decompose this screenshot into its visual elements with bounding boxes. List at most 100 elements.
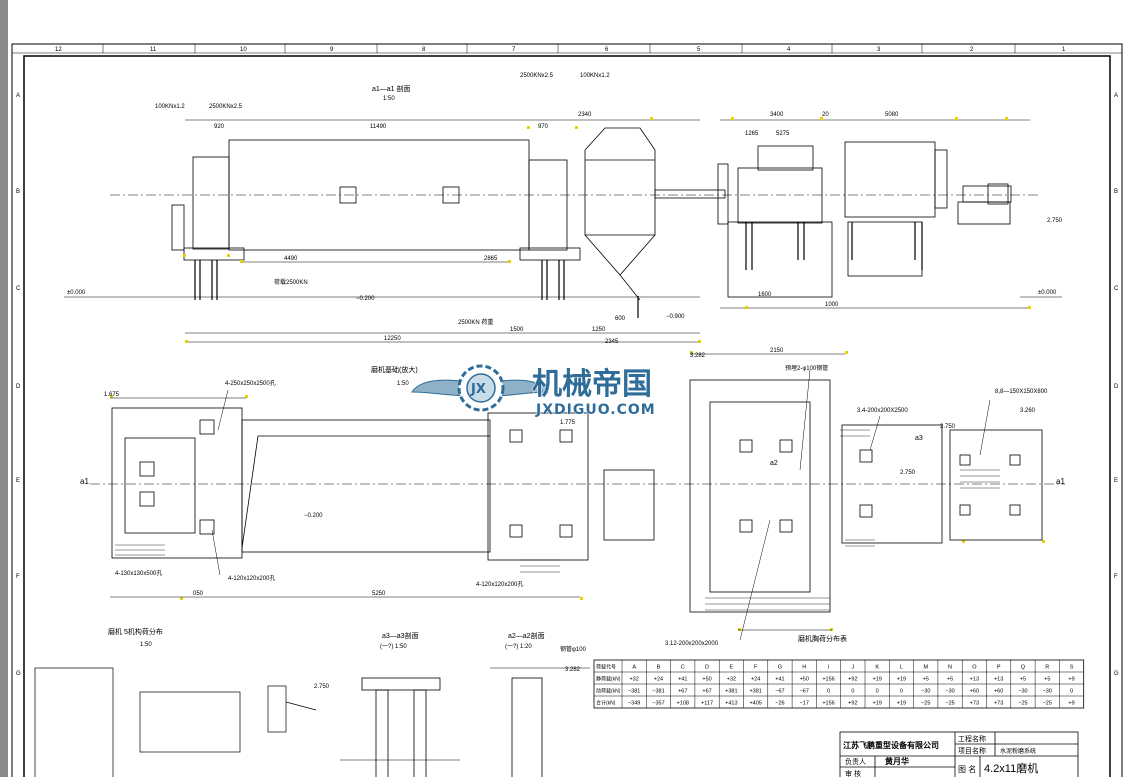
snap-point — [830, 628, 833, 631]
table-cell: −25 — [921, 701, 930, 707]
row-mark-right: G — [1114, 671, 1119, 677]
snap-point — [731, 117, 734, 120]
dim-label: 2500KNx2.5 — [520, 73, 554, 79]
bolt-note: 3.12-200x200x2000 — [665, 641, 719, 647]
table-cell: +13 — [970, 677, 979, 683]
table-cell: +5 — [1044, 677, 1050, 683]
leader — [869, 415, 881, 451]
section-mark: a2 — [770, 460, 778, 467]
snap-point — [110, 395, 113, 398]
row-mark: A — [16, 93, 20, 99]
coupling — [717, 163, 729, 225]
table-cell: +413 — [725, 701, 737, 707]
row-marks: A B C D E F G A B C D E F G — [16, 93, 1119, 677]
motor — [844, 141, 936, 218]
table-cell: +73 — [970, 701, 979, 707]
aux-plan — [949, 429, 1043, 541]
gear-logo-inner — [466, 373, 496, 403]
company-name: 江苏飞鹏重型设备有限公司 — [843, 740, 939, 750]
table-cell: 0 — [827, 689, 830, 695]
reducer-plan — [689, 379, 831, 613]
bolt-hole — [739, 519, 753, 533]
col-mark: 6 — [605, 47, 609, 53]
load-title: 磨机 5机构荷分布 — [108, 627, 163, 636]
elevation-scale: 1:50 — [383, 96, 395, 102]
motor-foundation — [847, 221, 923, 277]
manhole-1 — [339, 186, 357, 204]
snap-point — [698, 340, 701, 343]
dim-label: 2345 — [605, 339, 619, 345]
left-pier-inner — [124, 437, 196, 534]
bolt-hole — [739, 439, 753, 453]
table-cell: −25 — [945, 701, 954, 707]
bolt-note: 预埋2-φ100钢管 — [785, 364, 828, 372]
snap-point — [240, 260, 243, 263]
table-header-cell: B — [657, 665, 661, 671]
reducer-foundation — [727, 221, 833, 298]
table-cell: −26 — [775, 701, 784, 707]
table-header-cell: C — [681, 665, 685, 671]
dim-label: 970 — [538, 124, 549, 130]
table-header-cell: A — [632, 665, 636, 671]
bolt-note: 4-130x130x500孔 — [115, 569, 162, 577]
snap-point — [227, 254, 230, 257]
dim-label: 4490 — [284, 256, 298, 262]
table-cell: +24 — [654, 677, 663, 683]
table-cell: −30 — [921, 689, 930, 695]
bolt-hole — [959, 454, 971, 466]
elevation-mark: 2.750 — [1047, 218, 1063, 224]
bolt-hole — [1009, 454, 1021, 466]
col-mark: 7 — [512, 47, 516, 53]
snap-point — [1042, 540, 1045, 543]
bolt-note: 4-120x120x200孔 — [476, 580, 523, 588]
wing-right-icon — [491, 379, 549, 397]
table-cell: +156 — [822, 701, 834, 707]
bolt-hole — [779, 439, 793, 453]
responsible-label: 负责人 — [845, 757, 866, 766]
elevation-mark: −0.900 — [666, 314, 685, 320]
section-a3-cap — [361, 677, 441, 691]
table-cell: −381 — [652, 689, 664, 695]
section-a2 — [490, 667, 590, 777]
bolt-note: 3.4-200x200X2500 — [857, 408, 908, 414]
load-note: 荷载2500KN — [274, 278, 308, 286]
section-a3 — [340, 677, 460, 777]
bolt-hole — [859, 449, 873, 463]
row-mark: B — [16, 189, 20, 195]
table-cell: +32 — [629, 677, 638, 683]
section-mark: a1 — [1056, 477, 1065, 486]
pile-foundations — [194, 222, 923, 318]
table-cell: +156 — [822, 677, 834, 683]
table-cell: −17 — [800, 701, 809, 707]
discharge-hood — [584, 127, 656, 236]
right-bearing-base — [519, 247, 581, 261]
watermark: JX 机械帝国 JXDIGUO.COM — [411, 364, 655, 419]
table-cell: 0 — [876, 689, 879, 695]
table-header-cell: E — [730, 665, 734, 671]
table-cell: 合计(kN) — [596, 700, 616, 707]
wing-left-icon — [411, 379, 471, 397]
section-mark: a1 — [80, 477, 89, 486]
gear-reducer-top — [757, 145, 814, 171]
bolt-note: 8,8—150X150X800 — [995, 389, 1048, 395]
pin-detail — [267, 685, 287, 733]
load-diagram-frame — [139, 691, 241, 753]
table-cell: +50 — [800, 677, 809, 683]
left-pillar — [171, 204, 185, 251]
section-a3-leg-right — [413, 689, 427, 777]
table-cell: +19 — [872, 701, 881, 707]
dim-label: 3400 — [770, 112, 784, 118]
snap-point — [575, 126, 578, 129]
load-diagram-left — [34, 667, 114, 777]
dim-label: 100KNx1.2 — [155, 104, 185, 110]
elevation-view — [64, 119, 1062, 343]
row-mark: F — [16, 574, 20, 580]
col-mark: 2 — [970, 47, 974, 53]
dim-label: 1265 — [745, 131, 759, 137]
table-cell: +5 — [947, 677, 953, 683]
bolt-hole — [139, 461, 155, 477]
table-header-cell: N — [948, 665, 952, 671]
motor-end — [934, 149, 948, 209]
table-cell: −67 — [775, 689, 784, 695]
